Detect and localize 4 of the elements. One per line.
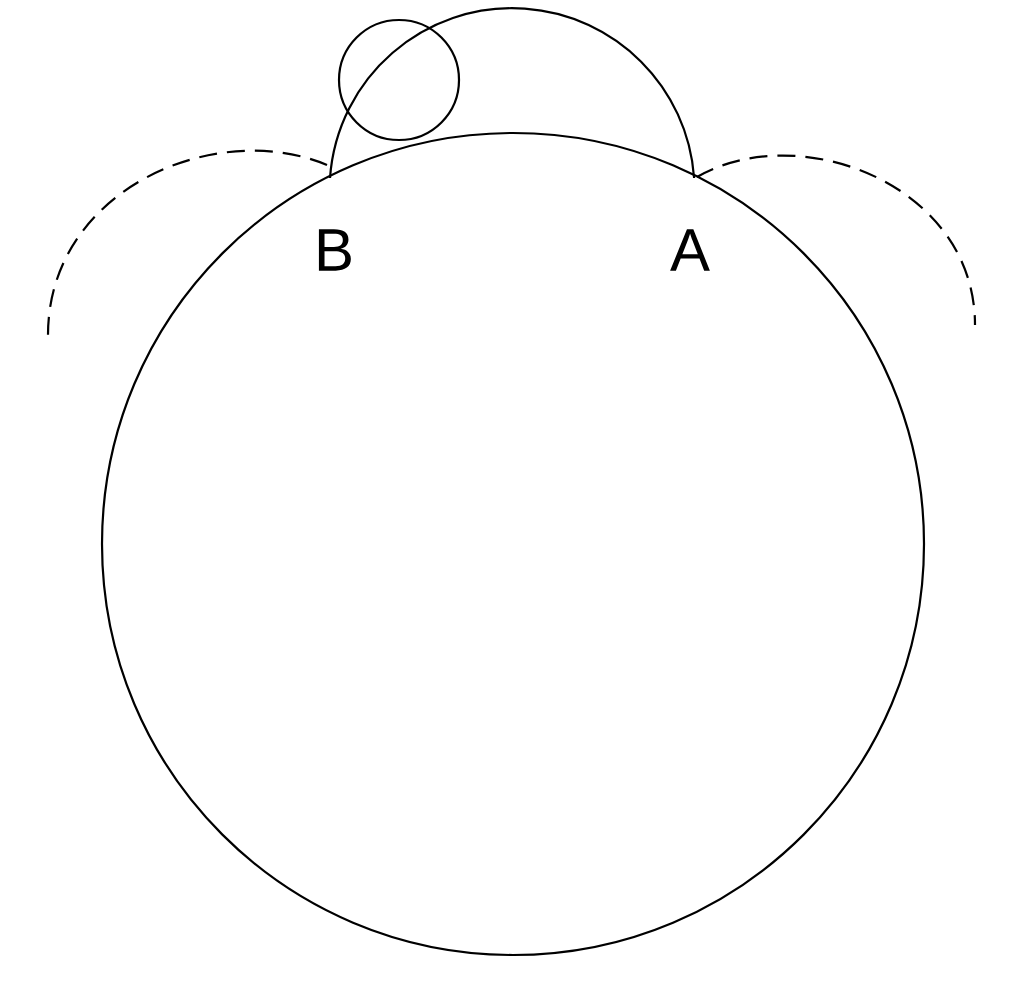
circle (337, 18, 461, 142)
circle (100, 131, 926, 957)
point-label: B (318, 229, 351, 271)
point-label: A (670, 229, 710, 271)
